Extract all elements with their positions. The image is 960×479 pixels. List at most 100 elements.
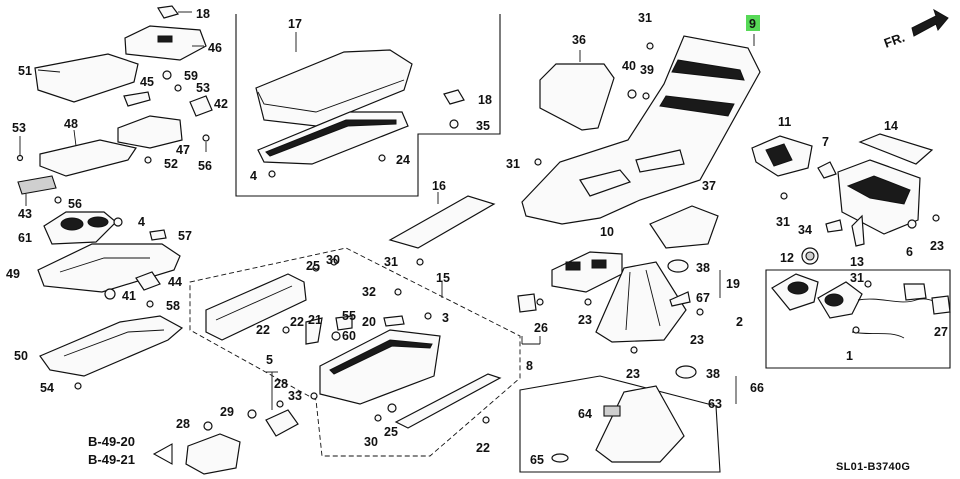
screw-23d — [932, 214, 940, 222]
screw-22c — [482, 416, 490, 424]
screw-40 — [627, 89, 637, 99]
callout-7: 7 — [822, 135, 829, 149]
bulb-6 — [907, 219, 917, 229]
callout-19: 19 — [726, 277, 740, 291]
callout-23d: 23 — [930, 239, 944, 253]
hinge-cover-47 — [117, 115, 183, 149]
ring-38b — [675, 365, 697, 379]
callout-30a: 30 — [326, 253, 340, 267]
callout-48: 48 — [64, 117, 78, 131]
callout-31c: 31 — [506, 157, 520, 171]
reference-link-b-49-21[interactable]: B-49-21 — [88, 452, 135, 467]
callout-23b: 23 — [690, 333, 704, 347]
front-direction-label: FR. — [882, 30, 907, 51]
callout-28b: 28 — [176, 417, 190, 431]
callout-31e: 31 — [850, 271, 864, 285]
clip-18b — [443, 89, 465, 105]
lid-latch — [157, 35, 173, 43]
reference-part — [185, 433, 241, 475]
screw-31c — [534, 158, 542, 166]
bracket-29 — [265, 409, 299, 437]
callout-49: 49 — [6, 267, 20, 281]
callout-58: 58 — [166, 299, 180, 313]
callout-24: 24 — [396, 153, 410, 167]
switch-bezel-10 — [551, 251, 623, 293]
callout-8: 8 — [526, 359, 533, 373]
catalog-code: SL01-B3740G — [836, 461, 910, 473]
armrest-pad-51 — [34, 53, 139, 103]
callout-26: 26 — [534, 321, 548, 335]
latch-42 — [189, 95, 213, 117]
reference-arrow — [152, 443, 173, 465]
callout-32: 32 — [362, 285, 376, 299]
callout-52: 52 — [164, 157, 178, 171]
callout-14: 14 — [884, 119, 898, 133]
callout-43: 43 — [18, 207, 32, 221]
callout-35: 35 — [476, 119, 490, 133]
switch-26 — [517, 293, 537, 313]
callout-33: 33 — [288, 389, 302, 403]
callout-53b: 53 — [12, 121, 26, 135]
callout-56b: 56 — [68, 197, 82, 211]
callout-22a: 22 — [256, 323, 270, 337]
callout-53a: 53 — [196, 81, 210, 95]
bulb-27 — [931, 295, 951, 315]
callout-47: 47 — [176, 143, 190, 157]
callout-59: 59 — [184, 69, 198, 83]
callout-15: 15 — [436, 271, 450, 285]
callout-63: 63 — [708, 397, 722, 411]
callout-55: 55 — [342, 309, 356, 323]
callout-51: 51 — [18, 64, 32, 78]
callout-1: 1 — [846, 349, 853, 363]
callout-46: 46 — [208, 41, 222, 55]
callout-50: 50 — [14, 349, 28, 363]
callout-56a: 56 — [198, 159, 212, 173]
callout-12: 12 — [780, 251, 794, 265]
callout-5: 5 — [266, 353, 273, 367]
reference-link-b-49-20[interactable]: B-49-20 — [88, 434, 135, 449]
screw-56a — [202, 134, 210, 142]
clip-7 — [817, 161, 837, 179]
callout-23c: 23 — [626, 367, 640, 381]
panel-14 — [858, 133, 934, 165]
callout-31b: 31 — [638, 11, 652, 25]
highlight-9 — [746, 15, 760, 31]
hinge-45 — [123, 91, 151, 107]
callout-9: 9 — [749, 17, 756, 31]
callout-38b: 38 — [706, 367, 720, 381]
nut-35 — [449, 119, 459, 129]
clip-41 — [104, 288, 116, 300]
mat-50 — [39, 315, 184, 377]
callout-23a: 23 — [578, 313, 592, 327]
callout-42: 42 — [214, 97, 228, 111]
clip-18 — [157, 5, 180, 19]
callout-3: 3 — [442, 311, 449, 325]
screw-52 — [144, 156, 152, 164]
callout-2: 2 — [736, 315, 743, 329]
center-console-9 — [521, 35, 761, 225]
shift-boot-63 — [595, 385, 685, 463]
clip-65 — [551, 453, 569, 463]
callout-4b: 4 — [250, 169, 257, 183]
callout-54: 54 — [40, 381, 54, 395]
plate-64 — [603, 405, 621, 417]
callout-57: 57 — [178, 229, 192, 243]
ring-38a — [667, 259, 689, 273]
callout-67: 67 — [696, 291, 710, 305]
callout-27: 27 — [934, 325, 948, 339]
callout-44: 44 — [168, 275, 182, 289]
callout-64: 64 — [578, 407, 592, 421]
callout-45: 45 — [140, 75, 154, 89]
storage-box — [319, 329, 441, 405]
callout-65: 65 — [530, 453, 544, 467]
screw-28b — [203, 421, 213, 431]
bracket-44 — [135, 271, 161, 291]
screw-4b — [268, 170, 276, 178]
screw-30b — [374, 414, 382, 422]
armrest-box-group — [235, 14, 501, 197]
lid-16 — [388, 195, 496, 249]
frame-63 — [519, 375, 721, 473]
callout-29: 29 — [220, 405, 234, 419]
screw-24 — [378, 154, 386, 162]
